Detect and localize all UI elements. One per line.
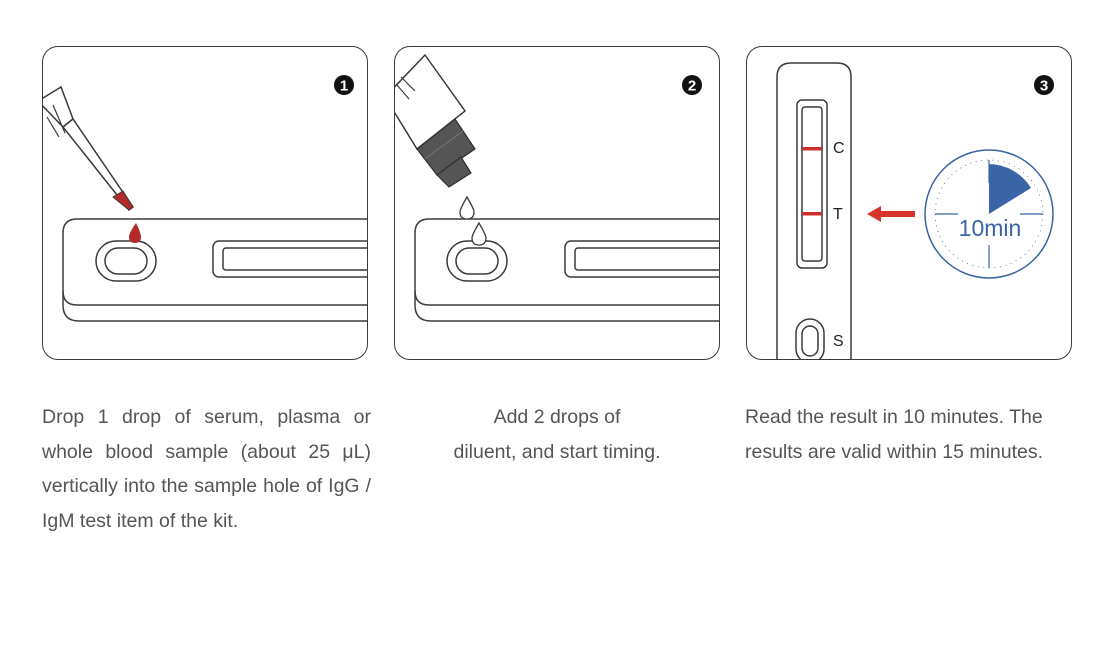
step-1-number: 1 [340,78,348,95]
blood-drop [129,223,141,243]
step-2-caption-line-2: diluent, and start timing. [453,440,661,463]
sample-well [95,240,157,282]
sample-well [446,240,508,282]
arrow-icon [867,206,915,222]
timer-elapsed-wedge [989,164,1031,214]
result-window [796,99,828,269]
test-cassette-vertical [776,62,852,359]
step-2-badge [682,75,702,95]
step-1-illustration: 1 [43,75,367,322]
result-window [212,240,367,278]
timer-icon: 10min [924,149,1054,279]
control-label: C [833,140,845,157]
diluent-drop-2 [471,221,487,246]
step-3-caption: Read the result in 10 minutes. The resul… [745,406,1044,463]
step-2-illustration: 2 [395,53,719,322]
diluent-drop-1 [459,195,475,220]
step-1-badge [334,75,354,95]
sample-label: S [833,333,844,350]
step-1-caption: Drop 1 drop of serum, plasma or whole bl… [42,406,371,532]
diluent-bottle [395,53,476,188]
step-3-illustration: C T S 10min 3 [776,62,1054,359]
sample-well [795,318,825,359]
step-2-number: 2 [688,78,696,95]
test-line [802,212,822,216]
step-3-panel: C T S 10min 3 [746,46,1072,360]
step-3-badge [1034,75,1054,95]
result-window [564,240,719,278]
step-2-caption-line-1: Add 2 drops of [493,406,621,428]
step-2-caption: Add 2 drops of diluent, and start timing… [394,400,720,469]
step-1-panel: 1 [42,46,368,360]
step-2-panel: 2 [394,46,720,360]
control-line [802,147,822,151]
timer-label: 10min [959,215,1022,241]
test-cassette [414,218,719,322]
step-3-number: 3 [1040,78,1048,95]
test-label: T [833,206,843,223]
test-cassette [62,218,367,322]
pipette [43,85,135,212]
